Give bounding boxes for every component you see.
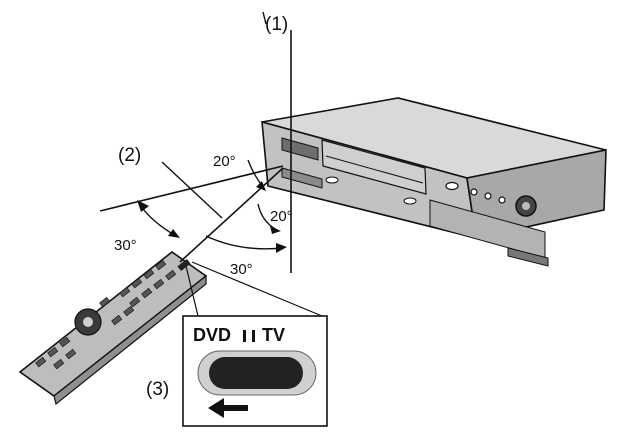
angle-20-lower: 20° [270, 208, 293, 225]
remote-dpad-center [83, 317, 93, 327]
horizontal-30-line [99, 165, 284, 212]
recorder-dial-center [522, 202, 530, 210]
remote-mode-switch [177, 258, 191, 272]
recorder-button-1 [445, 181, 459, 191]
recorder-button-2 [470, 188, 478, 196]
arrowhead-20-lower [270, 226, 281, 234]
angle-30-left: 30° [114, 237, 137, 254]
label-2-leader [161, 161, 223, 219]
remote-control [18, 251, 208, 406]
arc-30-left [139, 204, 177, 237]
lower-range-line [179, 167, 284, 263]
dvd-recorder [261, 97, 607, 267]
recorder-foot [507, 247, 549, 267]
arrowhead-30-left-start [137, 200, 149, 212]
remote-body-side [53, 274, 207, 406]
remote-button-grid [35, 259, 177, 370]
label-1: (1) [265, 14, 288, 35]
label-3: (3) [146, 379, 169, 400]
arc-30-bottom [205, 235, 283, 250]
arrowhead-30-left-end [168, 229, 180, 238]
angle-20-upper: 20° [213, 153, 236, 170]
arrowhead-30-bottom-end [276, 243, 287, 253]
inset-leader-right [191, 261, 323, 317]
arrowhead-20-upper [256, 181, 266, 191]
recorder-button-4 [498, 196, 506, 204]
range-lines [99, 11, 292, 273]
inset-tick-2 [252, 330, 255, 342]
left-arrow-icon [208, 398, 248, 418]
recorder-disc-tray [321, 139, 427, 195]
label-2: (2) [118, 145, 141, 166]
recorder-tray-slot [325, 155, 424, 184]
inset-tick-1 [243, 330, 246, 342]
arrowheads [137, 181, 287, 253]
remote-body [18, 251, 208, 397]
recorder-lower-slot [281, 167, 323, 189]
recorder-button-3 [484, 192, 492, 200]
inset-tv-label: TV [262, 325, 285, 345]
inset-dvd-label: DVD [193, 325, 231, 345]
label-1-tick [262, 11, 267, 25]
recorder-tray-button [325, 176, 339, 184]
inset-leader-left [185, 265, 199, 317]
mode-switch-inset: DVD TV [182, 261, 328, 427]
recorder-tray-button-2 [403, 197, 417, 205]
inset-switch-slider [209, 357, 303, 389]
angle-30-bottom: 30° [230, 261, 253, 278]
